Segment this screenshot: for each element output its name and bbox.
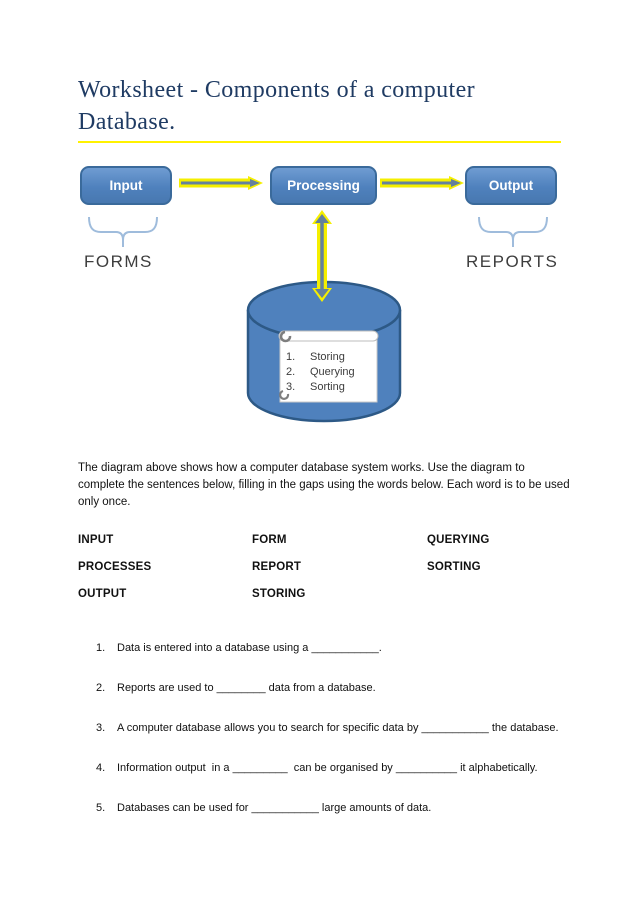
word-bank-item: PROCESSES	[78, 561, 152, 573]
word-bank-item: FORM	[252, 534, 287, 546]
brace-under-input-icon	[88, 216, 158, 247]
up-down-arrow-icon	[312, 210, 332, 302]
page-title: Worksheet - Components of a computer Dat…	[78, 77, 476, 135]
word-bank-item: REPORT	[252, 561, 302, 573]
word-bank-item: OUTPUT	[78, 588, 127, 600]
forms-label: FORMS	[84, 252, 153, 271]
question-text: Data is entered into a database using a …	[117, 642, 382, 654]
db-list-item-text: Sorting	[310, 381, 345, 393]
question-item: 2. Reports are used to ________ data fro…	[96, 682, 596, 694]
diagram-box-output: Output	[465, 166, 557, 205]
reports-label: REPORTS	[466, 252, 559, 271]
db-list-item-number: 3.	[286, 381, 296, 393]
db-list-item: 2. Querying	[286, 366, 372, 378]
question-text: Databases can be used for ___________ la…	[117, 802, 432, 814]
db-list-item-text: Storing	[310, 351, 345, 363]
brace-under-output-icon	[478, 216, 548, 247]
right-arrow-icon	[179, 176, 263, 190]
db-list-item: 3. Sorting	[286, 381, 372, 393]
question-number: 3.	[96, 722, 106, 734]
right-arrow-icon	[380, 176, 464, 190]
diagram-box-processing: Processing	[270, 166, 377, 205]
word-bank-item: STORING	[252, 588, 306, 600]
instructions-paragraph: The diagram above shows how a computer d…	[78, 462, 570, 508]
question-number: 5.	[96, 802, 106, 814]
word-bank-item: QUERYING	[427, 534, 490, 546]
question-number: 1.	[96, 642, 106, 654]
question-item: 5. Databases can be used for ___________…	[96, 802, 596, 814]
question-text: A computer database allows you to search…	[117, 722, 559, 734]
database-cylinder-icon	[246, 280, 402, 423]
question-text: Reports are used to ________ data from a…	[117, 682, 376, 694]
question-number: 4.	[96, 762, 106, 774]
question-item: 3. A computer database allows you to sea…	[96, 722, 596, 734]
diagram-box-input-label: Input	[109, 178, 143, 193]
question-text: Information output in a _________ can be…	[117, 762, 538, 774]
question-item: 1. Data is entered into a database using…	[96, 642, 596, 654]
diagram-box-input: Input	[80, 166, 172, 205]
db-list-item: 1. Storing	[286, 351, 372, 363]
question-item: 4. Information output in a _________ can…	[96, 762, 596, 774]
diagram-box-output-label: Output	[488, 178, 534, 193]
db-list-item-number: 2.	[286, 366, 296, 378]
db-list-item-number: 1.	[286, 351, 296, 363]
word-bank-item: SORTING	[427, 561, 481, 573]
word-bank-item: INPUT	[78, 534, 114, 546]
db-list-item-text: Querying	[310, 366, 355, 378]
diagram-box-processing-label: Processing	[287, 178, 360, 193]
title-underline	[78, 141, 561, 143]
question-number: 2.	[96, 682, 106, 694]
